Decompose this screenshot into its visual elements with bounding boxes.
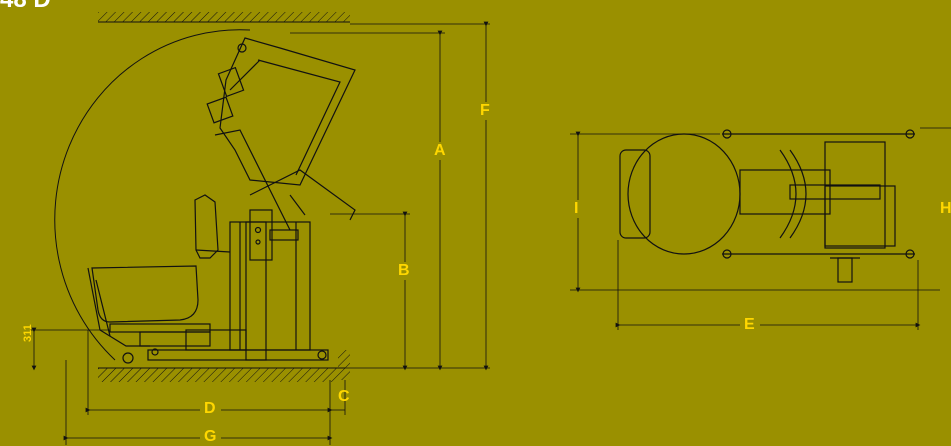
dim-label-b: B [396, 262, 413, 280]
bowl-back [194, 194, 231, 259]
dim-label-e: E [740, 316, 760, 334]
dim-label-h: H [940, 200, 951, 217]
ceiling-hatch [98, 12, 350, 23]
top-view [619, 129, 915, 283]
dimension-lines-side [30, 21, 490, 445]
dim-label-a: A [432, 142, 449, 160]
dim-label-d: D [200, 400, 221, 418]
floor-hatch [98, 367, 345, 382]
dim-label-i: I [572, 200, 582, 218]
dim-label-f: F [478, 102, 493, 120]
dim-label-311: 311 [22, 324, 34, 342]
dimension-lines-top [570, 127, 951, 330]
machine-base [147, 209, 329, 361]
tilted-head [206, 37, 356, 231]
dim-label-g: G [200, 428, 222, 446]
dim-label-c: C [338, 388, 351, 405]
swing-arc [54, 29, 251, 361]
wall-hatch [338, 350, 350, 380]
bowl-trolley [87, 265, 211, 364]
drawing-title: 48 D [0, 0, 51, 14]
